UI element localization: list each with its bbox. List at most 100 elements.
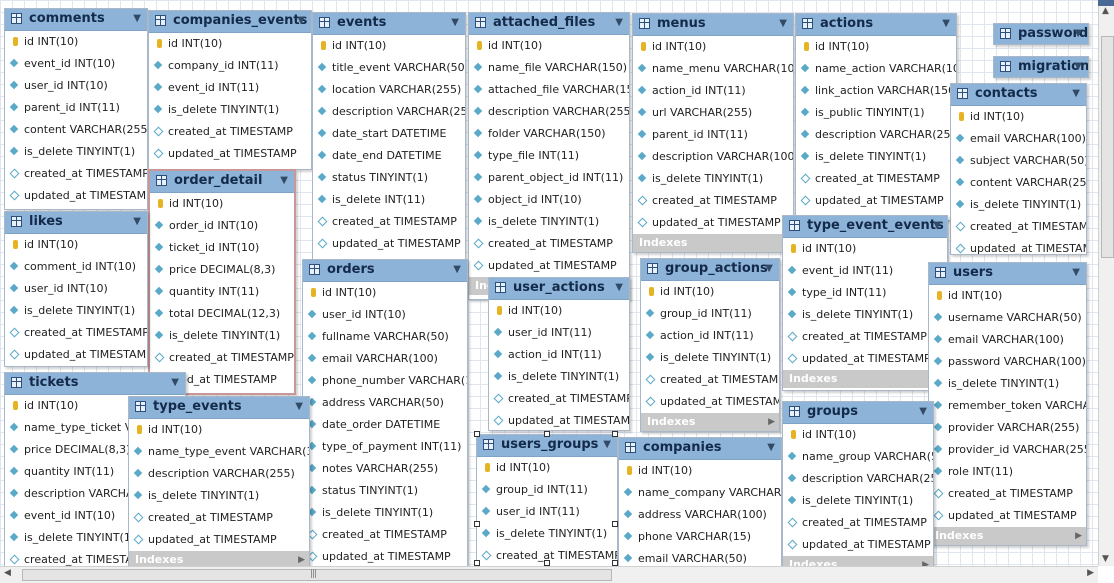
column-row[interactable]: created_at TIMESTAMP [5, 322, 147, 344]
column-row[interactable]: event_id INT(10) [5, 53, 147, 75]
column-row[interactable]: parent_id INT(11) [5, 97, 147, 119]
collapse-arrow-icon[interactable]: ▼ [1074, 28, 1082, 39]
column-row[interactable]: url VARCHAR(255) [633, 102, 793, 124]
table-header[interactable]: groups▼ [783, 402, 933, 424]
column-row[interactable]: notes VARCHAR(255) [303, 458, 467, 480]
column-row[interactable]: address VARCHAR(100) [619, 504, 781, 526]
column-row[interactable]: object_id INT(10) [469, 189, 629, 211]
column-row[interactable]: id INT(10) [633, 36, 793, 58]
column-row[interactable]: id INT(10) [783, 424, 933, 446]
column-row[interactable]: attached_file VARCHAR(150) [469, 79, 629, 101]
column-row[interactable]: date_end DATETIME [313, 145, 465, 167]
column-row[interactable]: description VARCHAR(255) [129, 463, 309, 485]
table-header[interactable]: users_groups▼ [477, 435, 617, 457]
scroll-up-arrow-icon[interactable]: ▲ [1102, 6, 1109, 16]
column-row[interactable]: name_company VARCHAR(50) [619, 482, 781, 504]
indexes-section[interactable]: Indexes▶ [929, 527, 1086, 545]
column-row[interactable]: folder VARCHAR(150) [469, 123, 629, 145]
column-row[interactable]: id INT(10) [641, 281, 779, 303]
table-header[interactable]: password_▼ [994, 24, 1088, 44]
vertical-scroll-thumb[interactable] [1101, 36, 1114, 258]
column-row[interactable]: id INT(10) [951, 106, 1086, 128]
table-header[interactable]: type_events▼ [129, 397, 309, 419]
column-row[interactable]: is_delete TINYINT(1) [5, 527, 185, 549]
column-row[interactable]: order_id INT(10) [150, 215, 294, 237]
column-row[interactable]: address VARCHAR(50) [303, 392, 467, 414]
column-row[interactable]: is_delete TINYINT(1) [929, 373, 1086, 395]
column-row[interactable]: created_at TIMESTAMP [489, 388, 629, 410]
column-row[interactable]: id INT(10) [303, 282, 467, 304]
column-row[interactable]: id INT(10) [150, 193, 294, 215]
table-order-detail[interactable]: order_detail▼id INT(10)order_id INT(10)t… [148, 169, 296, 395]
indexes-section[interactable]: Indexes▶ [129, 551, 309, 566]
column-row[interactable]: is_delete TINYINT(1) [796, 146, 956, 168]
column-row[interactable]: type_of_payment INT(11) [303, 436, 467, 458]
collapse-arrow-icon[interactable]: ▼ [297, 15, 305, 26]
column-row[interactable]: updated_at TIMESTAMP [149, 143, 311, 165]
column-row[interactable]: remember_token VARCHAR(1 [929, 395, 1086, 417]
collapse-arrow-icon[interactable]: ▼ [779, 18, 787, 29]
resize-handle[interactable] [474, 521, 480, 527]
resize-handle[interactable] [544, 431, 550, 437]
column-row[interactable]: company_id INT(11) [149, 55, 311, 77]
column-row[interactable]: name_type_event VARCHAR(30) [129, 441, 309, 463]
column-row[interactable]: ated_at TIMESTAMP [150, 369, 294, 391]
column-row[interactable]: user_id INT(11) [477, 501, 617, 523]
column-row[interactable]: phone_number VARCHAR(15) [303, 370, 467, 392]
column-row[interactable]: id INT(10) [149, 33, 311, 55]
column-row[interactable]: user_id INT(10) [5, 278, 147, 300]
column-row[interactable]: event_id INT(11) [149, 77, 311, 99]
column-row[interactable]: description VARCHAR(255) [469, 101, 629, 123]
column-row[interactable]: is_public TINYINT(1) [796, 102, 956, 124]
column-row[interactable]: action_id INT(11) [489, 344, 629, 366]
column-row[interactable]: updated_at TIMESTAMP [129, 529, 309, 551]
table-header[interactable]: order_detail▼ [150, 171, 294, 193]
column-row[interactable]: type_id INT(11) [783, 282, 947, 304]
table-orders[interactable]: orders▼id INT(10)user_id INT(10)fullname… [302, 259, 468, 566]
indexes-section[interactable]: Indexes▶ [783, 370, 947, 388]
column-row[interactable]: description VARCHAR(255) [796, 124, 956, 146]
column-row[interactable]: id INT(10) [129, 419, 309, 441]
column-row[interactable]: updated_at TIMESTAMP [303, 546, 467, 566]
column-row[interactable]: id INT(10) [5, 31, 147, 53]
column-row[interactable]: type_file INT(11) [469, 145, 629, 167]
scroll-left-arrow-icon[interactable]: ◀ [4, 568, 11, 578]
resize-handle[interactable] [612, 560, 618, 566]
column-row[interactable]: provider_id VARCHAR(255) [929, 439, 1086, 461]
column-row[interactable]: id INT(10) [5, 395, 185, 417]
column-row[interactable]: id INT(10) [477, 457, 617, 479]
column-row[interactable]: action_id INT(11) [633, 80, 793, 102]
collapse-arrow-icon[interactable]: ▼ [1072, 267, 1080, 278]
column-row[interactable]: updated_at TIMESTAMP [796, 190, 956, 212]
column-row[interactable]: created_at TIMESTAMP [469, 233, 629, 255]
column-row[interactable]: is_delete TINYINT(1) [633, 168, 793, 190]
column-row[interactable]: username VARCHAR(50) [929, 307, 1086, 329]
column-row[interactable]: is_delete TINYINT(1) [783, 304, 947, 326]
column-row[interactable]: updated_at TIMESTAMP [489, 410, 629, 430]
collapse-arrow-icon[interactable]: ▼ [942, 18, 950, 29]
column-row[interactable]: description VARCHAR [5, 483, 185, 505]
column-row[interactable]: is_delete TINYINT(1) [150, 325, 294, 347]
column-row[interactable]: parent_id INT(11) [633, 124, 793, 146]
column-row[interactable]: created_at TIMESTAMP [633, 190, 793, 212]
column-row[interactable]: id INT(10) [929, 285, 1086, 307]
column-row[interactable]: updated_at TIMESTAMP [951, 238, 1086, 254]
column-row[interactable]: id INT(10) [796, 36, 956, 58]
resize-handle[interactable] [612, 431, 618, 437]
column-row[interactable]: updated_at TIMESTAMP [641, 391, 779, 413]
column-row[interactable]: price DECIMAL(8,3) [150, 259, 294, 281]
column-row[interactable]: created_at TIMESTAMP [951, 216, 1086, 238]
column-row[interactable]: created_at TIMESTAMP [5, 163, 147, 185]
expand-indexes-icon[interactable]: ▶ [922, 560, 929, 566]
table-migrations[interactable]: migrations▼ [993, 56, 1089, 78]
column-row[interactable]: content VARCHAR(255) [5, 119, 147, 141]
scroll-right-arrow-icon[interactable]: ▶ [1087, 568, 1094, 578]
column-row[interactable]: is_delete TINYINT(1) [5, 141, 147, 163]
column-row[interactable]: description VARCHAR(100) [633, 146, 793, 168]
table-groups[interactable]: groups▼id INT(10)name_group VARCHAR(50)d… [782, 401, 934, 566]
column-row[interactable]: name_file VARCHAR(150) [469, 57, 629, 79]
collapse-arrow-icon[interactable]: ▼ [1072, 88, 1080, 99]
column-row[interactable]: name_type_ticket VA [5, 417, 185, 439]
column-row[interactable]: is_delete TINYINT(1) [783, 490, 933, 512]
indexes-section[interactable]: Indexes▶ [633, 234, 793, 252]
